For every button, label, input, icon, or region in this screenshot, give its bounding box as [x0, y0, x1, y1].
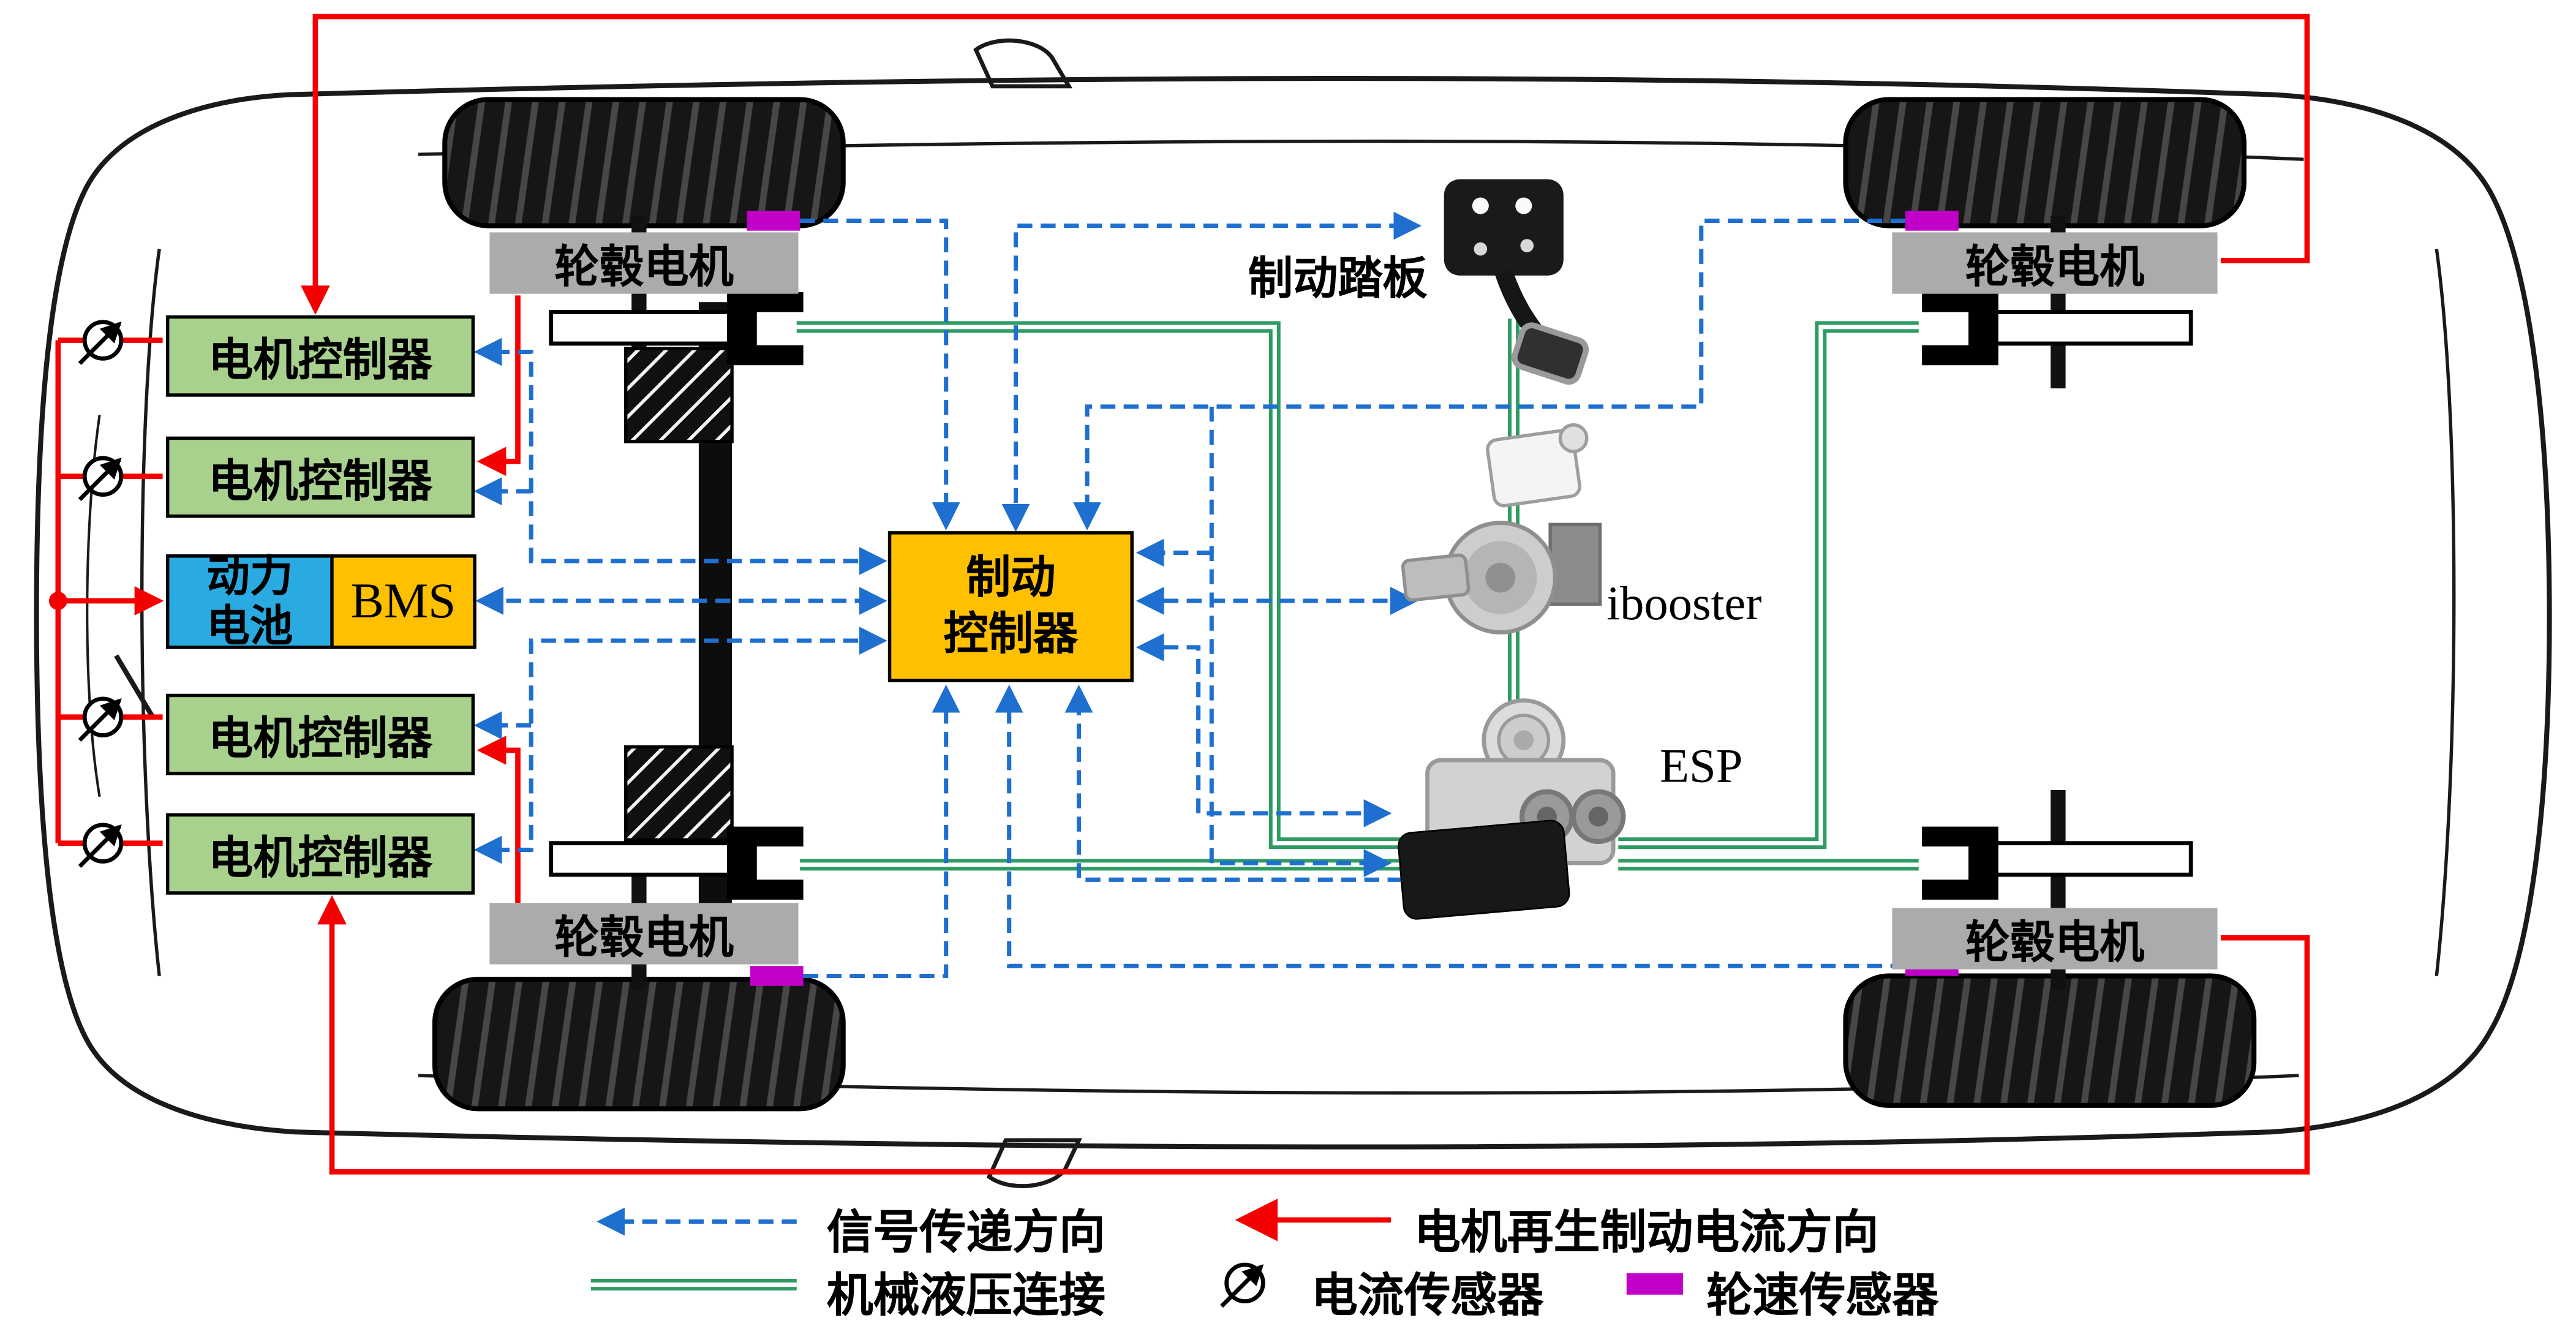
- bms-box: BMS: [330, 554, 476, 649]
- side-mirror-bottom: [986, 1138, 1082, 1188]
- motor-controller-4: 电机控制器: [166, 813, 475, 895]
- hub-motor-top-right: 轮毂电机: [1892, 232, 2218, 294]
- current-sensor-icon: [78, 696, 124, 742]
- wheel-speed-sensor-top-right: [1905, 211, 1959, 231]
- legend-wheel-speed-sensor-swatch: [1626, 1273, 1683, 1295]
- motor-controller-1: 电机控制器: [166, 315, 475, 397]
- tire-bottom-right: [1843, 973, 2257, 1108]
- power-battery-box: 动力 电池: [166, 551, 334, 650]
- wheel-speed-sensor-bottom-left: [750, 966, 804, 986]
- signal-lines: [473, 211, 1906, 979]
- brake-pedal-image: [1444, 179, 1589, 385]
- tire-top-left: [442, 97, 846, 228]
- motor-controller-2: 电机控制器: [166, 436, 475, 518]
- esp-image: [1398, 698, 1626, 920]
- current-bus-junction: [48, 592, 67, 610]
- esp-label: ESP: [1660, 740, 1743, 794]
- legend-graphics: [590, 1199, 1683, 1308]
- hub-motor-bottom-right: 轮毂电机: [1892, 908, 2218, 970]
- side-mirror-top: [973, 38, 1073, 89]
- ibooster-label: ibooster: [1606, 578, 1762, 631]
- legend-wheel-speed-sensor-label: 轮速传感器: [1706, 1270, 1939, 1322]
- tire-bottom-left: [432, 976, 846, 1112]
- legend-signal-label: 信号传递方向: [826, 1207, 1105, 1259]
- hydraulic-lines: [796, 318, 1919, 871]
- brake-caliper-top-left: [726, 292, 804, 366]
- brake-controller-label-line2: 控制器: [943, 608, 1079, 658]
- legend-regen-current-label: 电机再生制动电流方向: [1414, 1207, 1879, 1259]
- motor-controller-3: 电机控制器: [166, 693, 475, 775]
- brake-pedal-label: 制动踏板: [1248, 254, 1428, 304]
- legend-hydraulic-label: 机械液压连接: [826, 1270, 1105, 1322]
- battery-label-line2: 电池: [206, 600, 293, 650]
- current-sensor-icon: [78, 456, 124, 502]
- chassis: [549, 216, 2193, 990]
- ibooster-image: [1401, 423, 1602, 635]
- brake-caliper-top-right: [1922, 292, 1998, 366]
- legend-current-sensor-label: 电流传感器: [1311, 1270, 1544, 1322]
- brake-controller-box: 制动 控制器: [887, 531, 1134, 682]
- brake-controller-label-line1: 制动: [966, 552, 1056, 603]
- brake-caliper-bottom-right: [1922, 826, 1998, 900]
- wheels: [432, 97, 2257, 1112]
- hub-motor-bottom-left: 轮毂电机: [489, 903, 799, 965]
- battery-label-line1: 动力: [206, 551, 293, 602]
- current-sensor-icons: [78, 320, 124, 868]
- current-sensor-icon: [78, 320, 124, 365]
- tire-top-right: [1843, 97, 2246, 228]
- wheel-speed-sensor-top-left: [747, 211, 800, 231]
- legend-current-sensor-icon: [1220, 1262, 1265, 1308]
- current-sensor-icon: [78, 823, 124, 868]
- brake-caliper-bottom-left: [726, 826, 804, 900]
- hub-motor-top-left: 轮毂电机: [489, 232, 799, 294]
